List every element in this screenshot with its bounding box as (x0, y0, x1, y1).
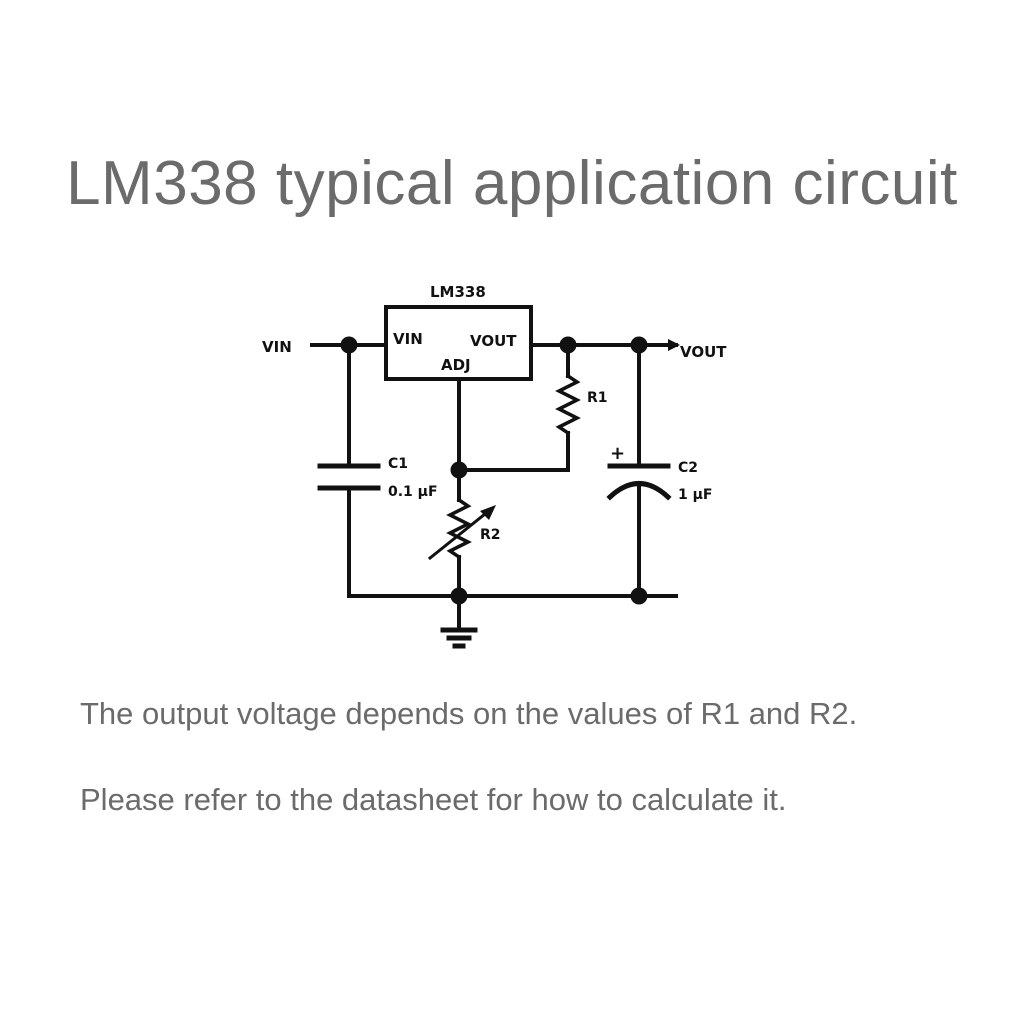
ic-pin-vin-label: VIN (393, 330, 423, 348)
c1-label: C1 (388, 456, 408, 472)
c2-value: 1 µF (678, 487, 712, 503)
r2-adjust-arrow (427, 507, 493, 561)
output-voltage-label: VOUT (680, 343, 727, 361)
c2-label: C2 (678, 460, 698, 476)
caption-datasheet-note: Please refer to the datasheet for how to… (80, 782, 787, 817)
junction-dot (340, 336, 358, 354)
input-voltage-label: VIN (262, 338, 292, 356)
r2-arrowhead (480, 505, 496, 520)
ic-pin-vout-label: VOUT (470, 332, 517, 350)
junction-dot (630, 587, 648, 605)
page-title: LM338 typical application circuit (66, 149, 958, 218)
c2-polarity-mark: + (610, 443, 625, 464)
junction-dot (559, 336, 577, 354)
ic-label: LM338 (430, 283, 486, 301)
ic-pin-adj-label: ADJ (441, 356, 471, 374)
r2-resistor (446, 497, 472, 560)
r1-resistor (555, 373, 581, 436)
c1-value: 0.1 µF (388, 484, 438, 500)
junction-dot (450, 587, 468, 605)
caption-output-voltage: The output voltage depends on the values… (80, 696, 858, 731)
r1-label: R1 (587, 390, 608, 406)
junction-dot (450, 461, 468, 479)
junction-dot (630, 336, 648, 354)
circuit-schematic: LM338 VIN VOUT ADJ VIN VOUT R1 R2 C1 0.1… (262, 283, 727, 649)
output-arrowhead (668, 339, 680, 351)
r2-label: R2 (480, 527, 501, 543)
